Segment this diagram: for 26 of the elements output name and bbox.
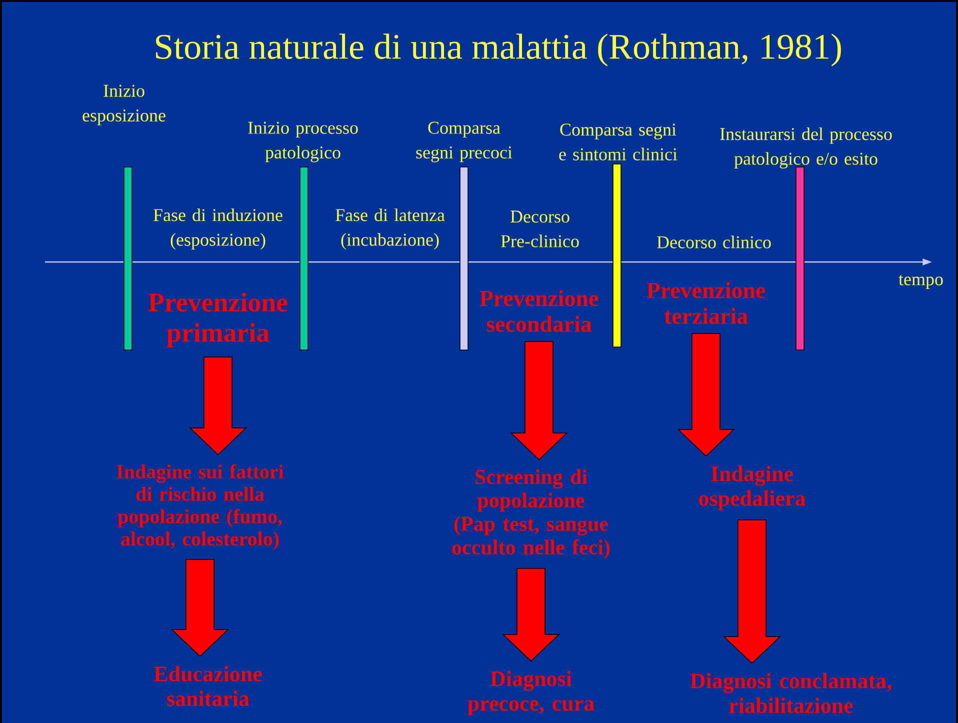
event-label: Inizio processo patologico [248, 122, 358, 162]
event-label: Instaurarsi del processo patologico e/o esito [720, 127, 892, 169]
title: Storia naturale di una malattia (Rothman, 1981) [156, 34, 841, 66]
phase-label: Fase di induzione (esposizione) [154, 208, 282, 250]
event-label: Comparsa segni e sintomi clinici [559, 124, 678, 160]
block-arrow [510, 341, 568, 460]
phase-label: Fase di latenza (incubazione) [336, 208, 445, 250]
prevention-text: Indagine ospedaliera [699, 466, 806, 510]
phase-label: Decorso clinico [657, 236, 771, 248]
block-arrow [502, 568, 560, 662]
prevention-text: Prevenzione primaria [148, 292, 288, 348]
event-label: Inizio esposizione [82, 84, 166, 126]
phase-label: Decorso Pre-clinico [501, 210, 579, 248]
block-arrow [677, 333, 735, 457]
prevention-text: Diagnosi precoce, cura [468, 670, 594, 716]
event-label: Comparsa segni precoci [416, 122, 512, 162]
prevention-text: Indagine sui fattori di rischio nella popolazione (fumo, alcool, colesterolo) [116, 464, 284, 550]
prevention-text: Prevenzione secondaria [480, 290, 598, 332]
prevention-text: Screening di popolazione (Pap test, sangue occulto nelle feci) [452, 469, 610, 559]
prevention-text: Diagnosi conclamata, riabilitazione [690, 672, 892, 714]
block-arrow [723, 520, 781, 664]
prevention-text: Educazione sanitaria [154, 666, 262, 706]
block-arrow [189, 356, 247, 456]
prevention-text: Prevenzione terziaria [646, 282, 766, 324]
block-arrow [171, 558, 229, 657]
axis-label: tempo [898, 275, 943, 289]
